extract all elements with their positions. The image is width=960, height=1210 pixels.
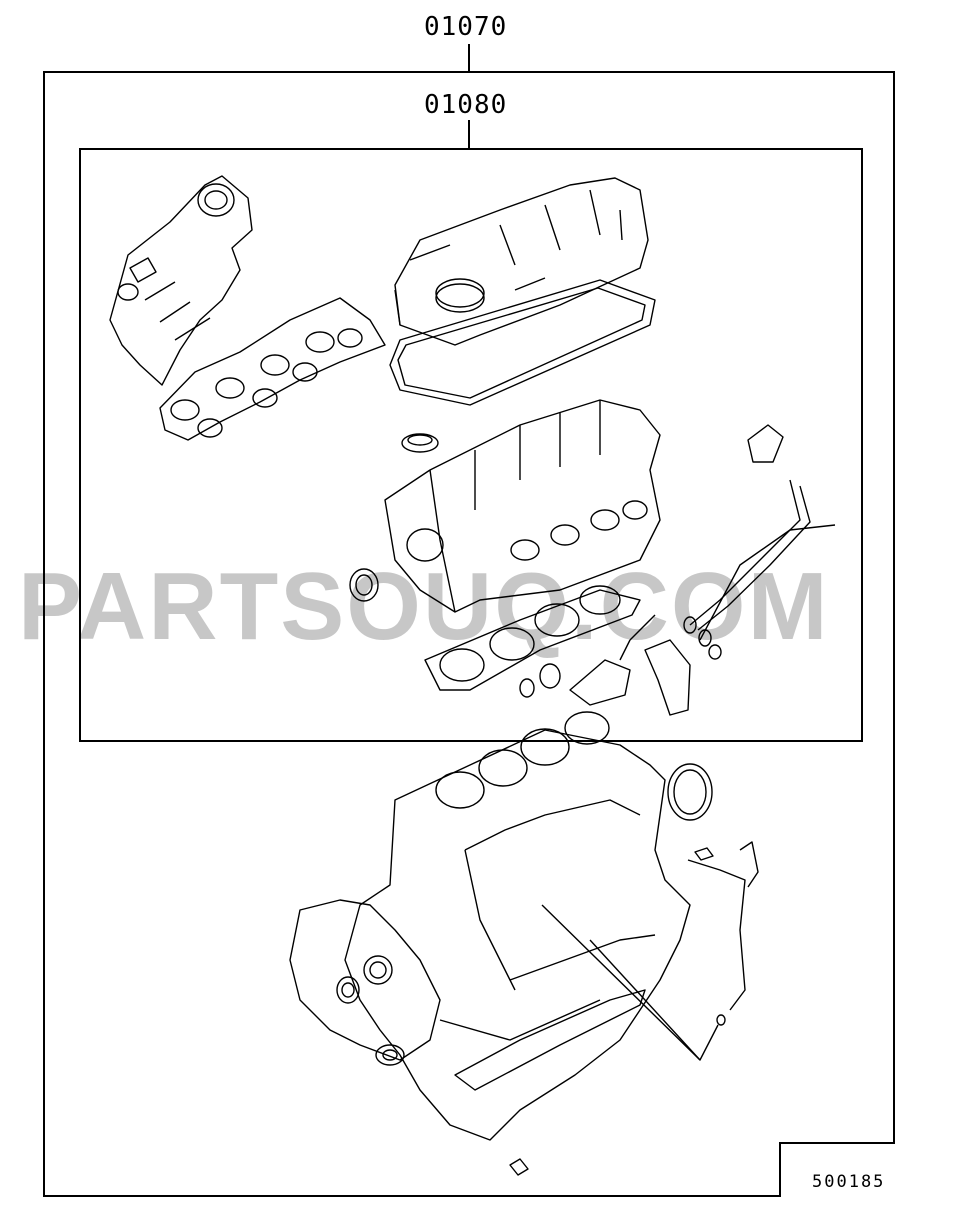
- intake-manifold-gasket: [159, 297, 386, 441]
- diagram-number: 500185: [812, 1172, 886, 1192]
- cylinder-head: [384, 399, 661, 613]
- thermostat-housing: [519, 639, 722, 716]
- engine-block: [344, 711, 691, 1141]
- valve-cover: [394, 177, 649, 346]
- drain-plug: [509, 1158, 529, 1176]
- oil-pan-gasket: [454, 989, 646, 1091]
- outer-kit-frame: [43, 71, 895, 1197]
- head-gasket: [424, 585, 641, 691]
- rear-main-seal: [667, 763, 713, 821]
- water-inlet-fitting: [375, 1044, 405, 1066]
- outer-kit-part-number[interactable]: 01070: [424, 12, 508, 42]
- inner-kit-frame: [79, 148, 863, 742]
- inner-kit-part-number[interactable]: 01080: [424, 90, 508, 120]
- oil-seal: [349, 568, 379, 602]
- valve-cover-gasket: [389, 279, 656, 406]
- water-pipe: [683, 424, 836, 647]
- intake-manifold: [109, 175, 253, 386]
- watermark: PARTSOUQ.COM: [18, 553, 830, 660]
- front-crank-seal: [336, 976, 360, 1004]
- timing-cover: [289, 899, 441, 1061]
- camshaft-seal: [401, 433, 439, 453]
- oil-level-gauge: [687, 841, 759, 1026]
